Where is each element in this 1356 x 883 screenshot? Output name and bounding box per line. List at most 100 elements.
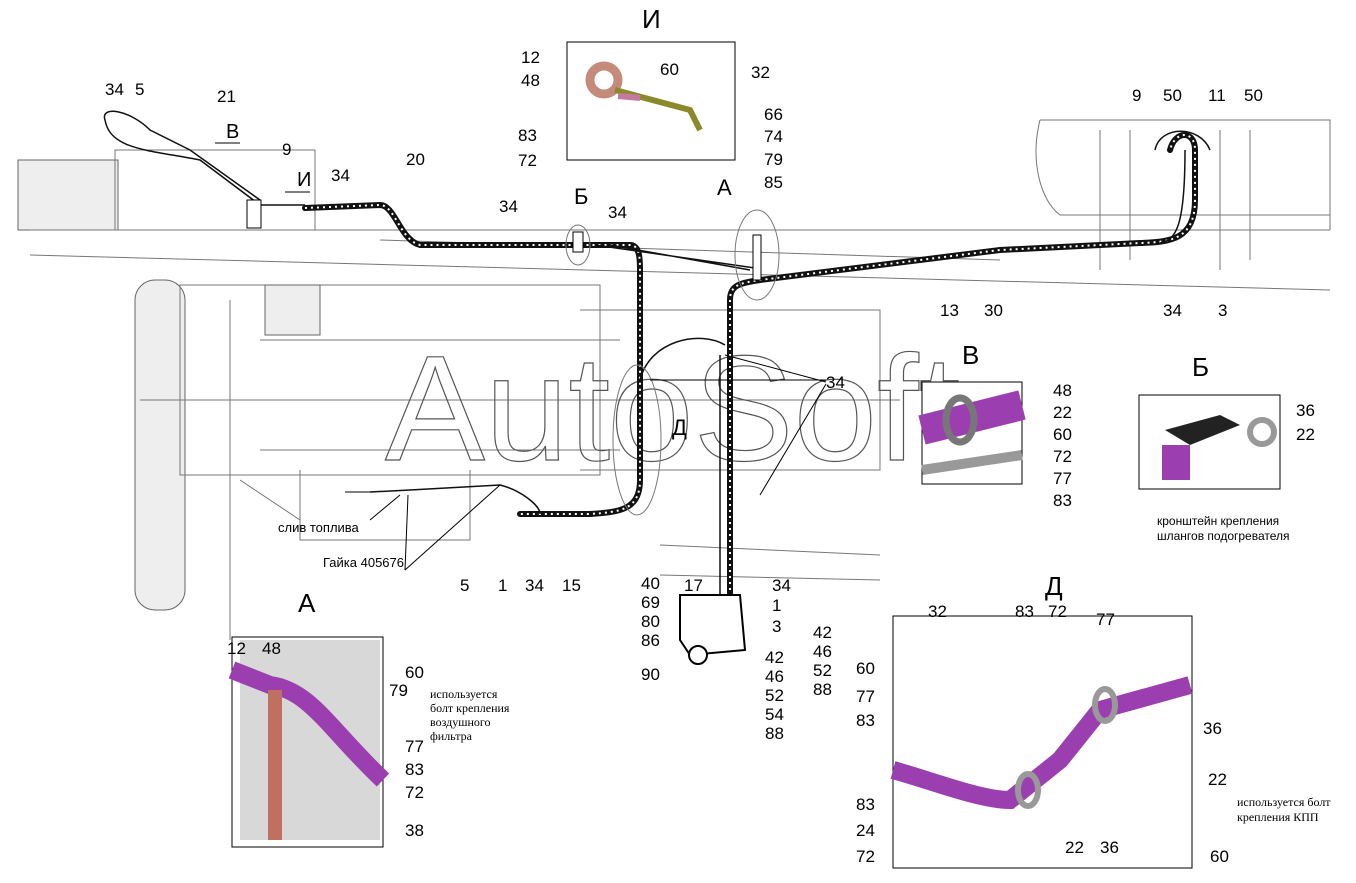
- callout: 34: [499, 197, 518, 216]
- inset-d: Д 32 83 72 77 60 77 83 36 22 используетс…: [856, 571, 1331, 869]
- callout: 20: [406, 150, 425, 169]
- callout: 48: [262, 639, 281, 658]
- view-marker-v: В: [226, 121, 239, 143]
- callout: 85: [764, 173, 783, 192]
- callout: 11: [1208, 86, 1226, 105]
- callout: 83: [405, 760, 424, 779]
- view-marker-b: Б: [574, 184, 588, 209]
- callout: 13: [940, 301, 959, 320]
- callout: 40: [641, 574, 660, 593]
- callout: 52: [765, 686, 784, 705]
- callout: 60: [856, 659, 875, 678]
- callout: 80: [641, 612, 660, 631]
- clip-b: [572, 231, 584, 253]
- callout: 90: [641, 665, 660, 684]
- callout: 79: [764, 150, 783, 169]
- clip-a: [752, 234, 762, 281]
- heater-valve: [246, 199, 262, 229]
- inset-title: Б: [1192, 352, 1209, 382]
- view-marker-i: И: [297, 169, 311, 191]
- caption: шлангов подогревателя: [1157, 529, 1290, 543]
- callout: 74: [764, 127, 783, 146]
- note: крепления КПП: [1237, 810, 1319, 824]
- watermark: AutoSoft: [385, 324, 960, 492]
- callout: 77: [856, 687, 875, 706]
- callout: 86: [641, 631, 660, 650]
- callout: 9: [1132, 86, 1141, 105]
- callout: 36: [1296, 401, 1315, 420]
- callout: 72: [518, 151, 537, 170]
- callout: 48: [1053, 381, 1072, 400]
- callout: 66: [764, 105, 783, 124]
- inset-i: И 12 48 60 32 83 72 66 74 79 85: [518, 4, 783, 192]
- inset-title: И: [642, 4, 661, 34]
- callout: 5: [460, 576, 469, 595]
- inset-a: А 12 48 60 79 используется болт креплени…: [227, 588, 510, 848]
- callout: 15: [562, 576, 581, 595]
- view-marker-a: А: [717, 175, 732, 200]
- engine-block: [179, 284, 601, 476]
- heater-hoses: [103, 110, 1211, 665]
- callout: 72: [1053, 447, 1072, 466]
- callout: 50: [1244, 86, 1263, 105]
- callout: 52: [813, 661, 832, 680]
- callout: 54: [765, 705, 784, 724]
- note: воздушного: [430, 715, 491, 729]
- callout: 50: [1163, 86, 1182, 105]
- inset-b: Б 36 22 кронштейн крепления шлангов подо…: [1138, 352, 1315, 543]
- callout: 60: [660, 60, 679, 79]
- callout: 30: [984, 301, 1003, 320]
- note: используется: [430, 687, 498, 701]
- callout: 3: [1218, 301, 1227, 320]
- callout: 83: [856, 795, 875, 814]
- compressor: [264, 284, 321, 336]
- callout: 42: [765, 648, 784, 667]
- callout: 22: [1065, 838, 1084, 857]
- note: используется болт: [1237, 795, 1331, 809]
- callout: 77: [1053, 469, 1072, 488]
- callout: 1: [772, 596, 781, 615]
- callout: 38: [405, 821, 424, 840]
- callout: 32: [751, 63, 770, 82]
- callout: 21: [217, 87, 236, 106]
- callout: 5: [135, 80, 144, 99]
- callout: 79: [389, 681, 408, 700]
- note: фильтра: [430, 729, 473, 743]
- nut-label: Гайка 405676: [323, 555, 404, 570]
- callout: 12: [227, 639, 246, 658]
- radiator-housing: [114, 149, 316, 231]
- detail-d-marker: [612, 364, 662, 516]
- valve-port: [688, 645, 708, 665]
- callout: 34: [105, 80, 124, 99]
- inset-title: Д: [1045, 571, 1063, 601]
- detail-b-marker: [565, 224, 591, 266]
- detail-a-marker: [734, 209, 780, 301]
- callout: 12: [521, 48, 540, 67]
- callout: 46: [813, 642, 832, 661]
- callout: 34: [331, 166, 350, 185]
- callout: 77: [405, 737, 424, 756]
- callout: 60: [1053, 425, 1072, 444]
- callout: 83: [1015, 602, 1034, 621]
- callout: 36: [1203, 719, 1222, 738]
- callout: 3: [772, 617, 781, 636]
- callout: 22: [1053, 403, 1072, 422]
- caption: кронштейн крепления: [1157, 514, 1279, 528]
- callout: 72: [856, 847, 875, 866]
- callout: 72: [1048, 602, 1067, 621]
- callout: 46: [765, 667, 784, 686]
- distribution-valve: [679, 594, 747, 657]
- view-marker-d: Д: [672, 415, 687, 440]
- callout: 32: [928, 602, 947, 621]
- callout: 34: [772, 576, 791, 595]
- drain-label: слив топлива: [278, 520, 360, 535]
- callout: 77: [1096, 610, 1115, 629]
- callout: 1: [498, 576, 507, 595]
- callout: 83: [518, 126, 537, 145]
- callout: 36: [1100, 838, 1119, 857]
- callout: 34: [608, 203, 627, 222]
- callout: 83: [856, 711, 875, 730]
- callout: 69: [641, 593, 660, 612]
- inset-v: В 48 22 60 72 77 83: [918, 340, 1072, 510]
